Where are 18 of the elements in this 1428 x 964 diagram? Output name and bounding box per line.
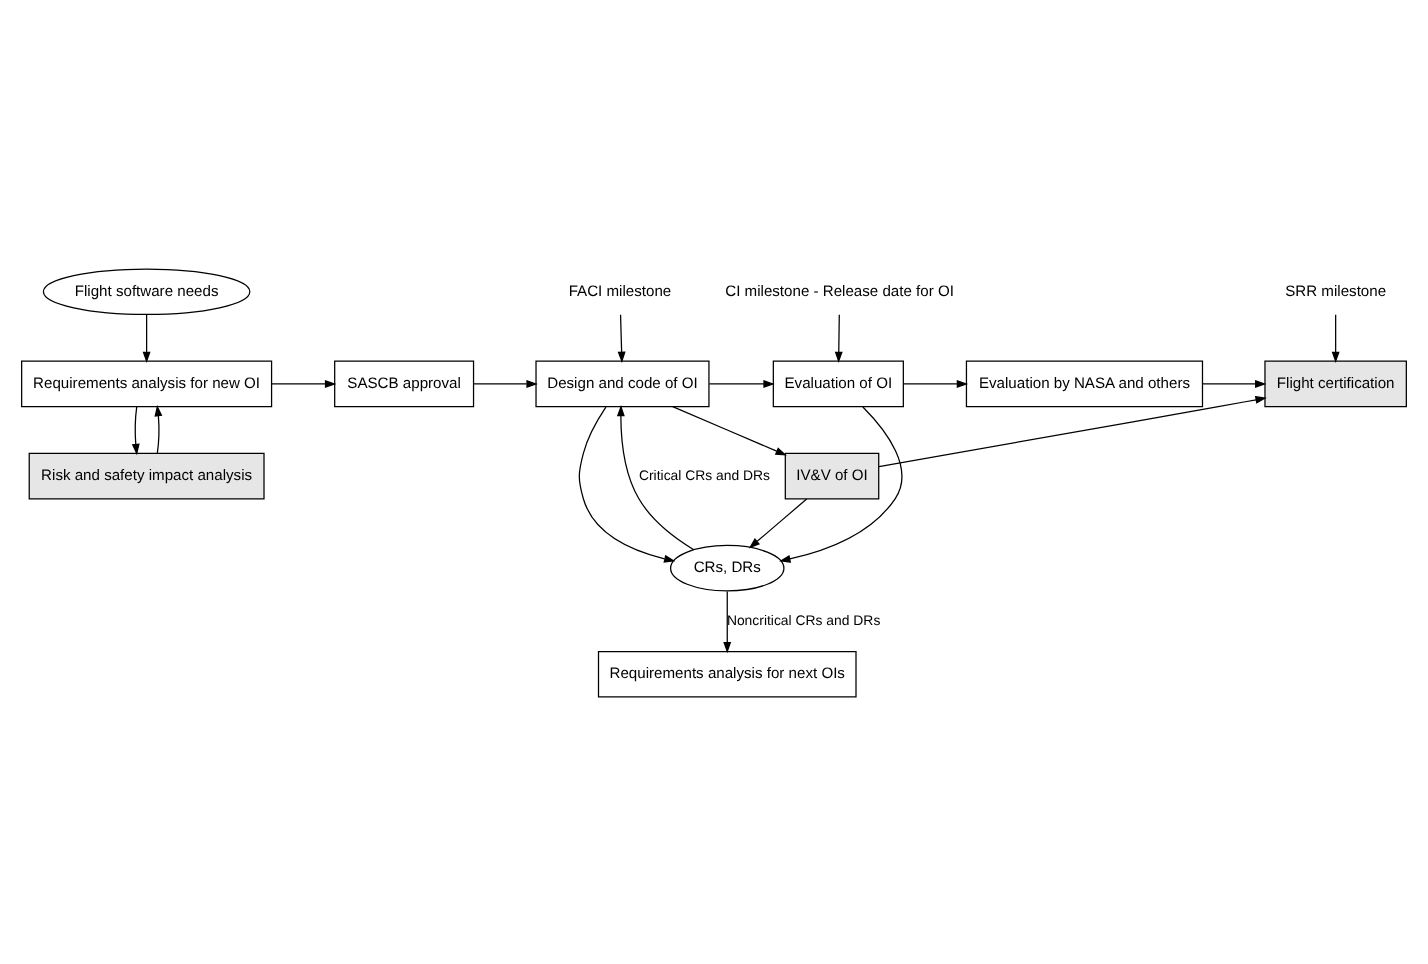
arrow bbox=[154, 403, 163, 453]
arrow bbox=[616, 403, 695, 550]
arrow bbox=[878, 394, 1267, 467]
arrow bbox=[708, 378, 775, 387]
arrow bbox=[723, 589, 732, 653]
arrow bbox=[834, 313, 843, 363]
arrow bbox=[903, 378, 969, 387]
arrow bbox=[1202, 378, 1267, 387]
arrow bbox=[578, 405, 676, 562]
arrow bbox=[1331, 313, 1340, 363]
arrow bbox=[748, 497, 808, 548]
arrow bbox=[131, 405, 140, 455]
arrow bbox=[271, 378, 337, 387]
arrow bbox=[473, 378, 538, 387]
arrow bbox=[617, 313, 626, 363]
arrow bbox=[672, 405, 787, 455]
arrow bbox=[779, 405, 903, 562]
arrow bbox=[142, 313, 151, 363]
